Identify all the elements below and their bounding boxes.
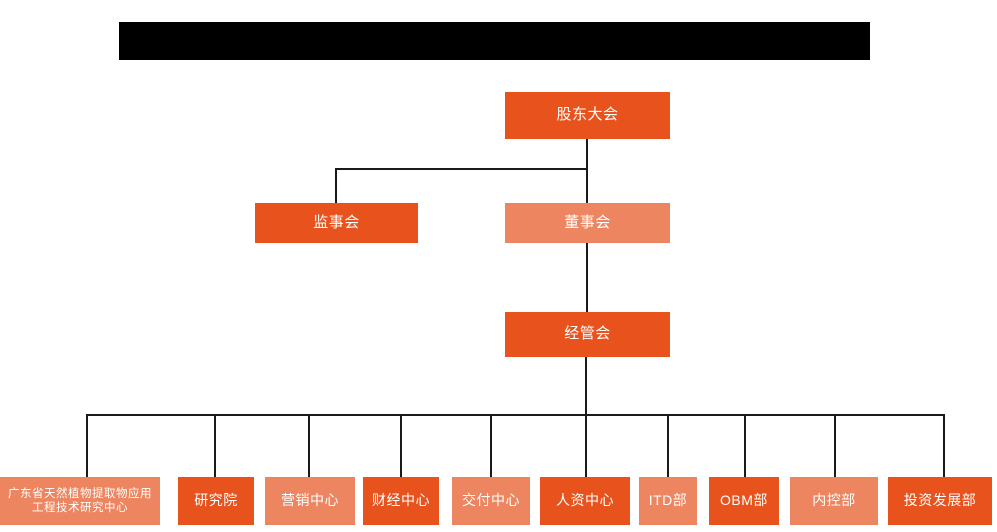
node-finance-center[interactable]: 财经中心 (363, 477, 439, 525)
connector-drop-obm-dept (744, 414, 746, 477)
node-shareholders-meeting[interactable]: 股东大会 (505, 92, 670, 139)
node-hr-center[interactable]: 人资中心 (540, 477, 630, 525)
connector-level2-bus (335, 168, 588, 170)
node-label: 内控部 (812, 492, 856, 509)
node-label: 广东省天然植物提取物应用工程技术研究中心 (8, 487, 152, 514)
node-investment-development-department[interactable]: 投资发展部 (888, 477, 992, 525)
node-label: 董事会 (564, 213, 611, 231)
connector-management-stem (585, 357, 587, 415)
connector-drop-delivery-center (490, 414, 492, 477)
node-label: 财经中心 (372, 492, 430, 509)
connector-departments-bus (86, 414, 945, 416)
redacted-title-bar (119, 22, 870, 60)
node-gd-natural-plant-extract-engineering-research-center[interactable]: 广东省天然植物提取物应用工程技术研究中心 (0, 477, 160, 525)
node-internal-control-department[interactable]: 内控部 (790, 477, 878, 525)
node-itd-department[interactable]: ITD部 (639, 477, 697, 525)
node-board-of-supervisors[interactable]: 监事会 (255, 203, 418, 243)
node-label: 交付中心 (462, 492, 520, 509)
node-board-of-directors[interactable]: 董事会 (505, 203, 670, 243)
node-label: OBM部 (720, 492, 768, 509)
node-label: ITD部 (648, 492, 688, 509)
connector-drop-finance-center (400, 414, 402, 477)
node-label: 监事会 (313, 213, 360, 231)
connector-shareholders-stem (586, 139, 588, 169)
connector-board-to-management (586, 243, 588, 312)
connector-drop-internal-control-dept (834, 414, 836, 477)
connector-drop-research-institute (214, 414, 216, 477)
connector-drop-marketing-center (308, 414, 310, 477)
node-label: 股东大会 (556, 106, 619, 124)
node-research-institute[interactable]: 研究院 (178, 477, 254, 525)
node-label: 人资中心 (556, 492, 614, 509)
node-label: 研究院 (194, 492, 238, 509)
node-label: 投资发展部 (903, 492, 977, 509)
connector-drop-hr-center (585, 414, 587, 477)
node-marketing-center[interactable]: 营销中心 (265, 477, 355, 525)
node-label: 经管会 (564, 325, 611, 343)
connector-drop-itd-dept (667, 414, 669, 477)
connector-drop-investment-dev-dept (943, 414, 945, 477)
node-management-committee[interactable]: 经管会 (505, 312, 670, 357)
connector-drop-research-center-gd (86, 414, 88, 477)
connector-board-drop (586, 168, 588, 203)
connector-supervisors-drop (335, 168, 337, 203)
node-label: 营销中心 (281, 492, 339, 509)
node-delivery-center[interactable]: 交付中心 (452, 477, 530, 525)
node-obm-department[interactable]: OBM部 (709, 477, 779, 525)
